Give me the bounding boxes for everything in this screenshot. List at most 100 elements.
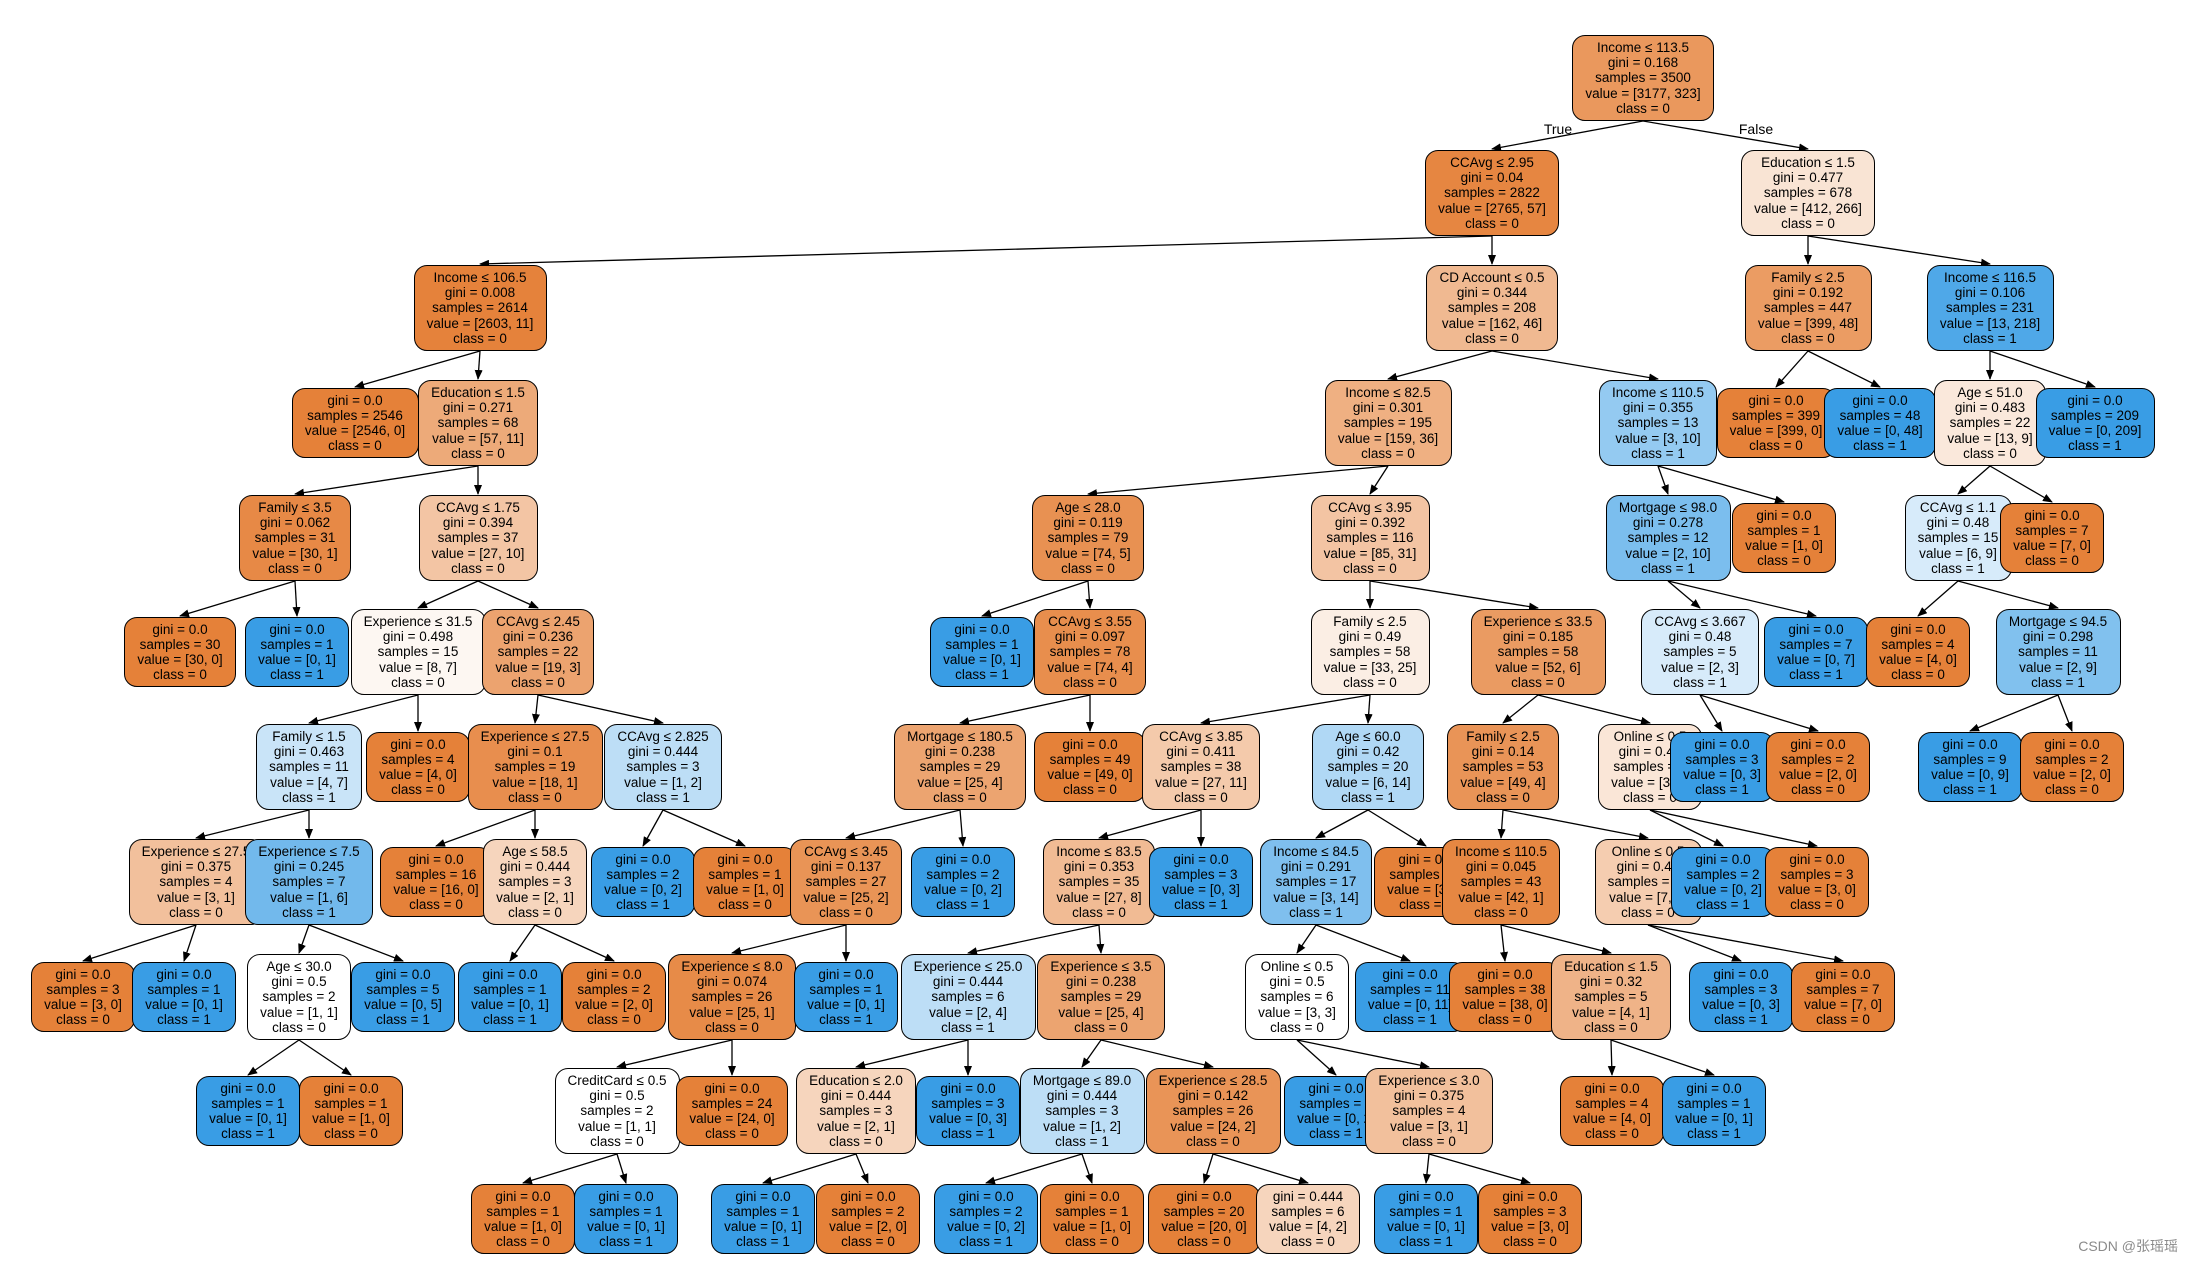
- tree-edge: [183, 924, 197, 962]
- node-label: gini = 0.0 samples = 1 value = [0, 1] cl…: [807, 966, 885, 1028]
- tree-node: Family ≤ 3.5 gini = 0.062 samples = 31 v…: [239, 495, 351, 581]
- tree-edge: [1500, 924, 1612, 955]
- tree-node: gini = 0.0 samples = 2 value = [0, 2] cl…: [1671, 847, 1775, 917]
- tree-node: gini = 0.0 samples = 1 value = [1, 0] cl…: [693, 847, 797, 917]
- tree-node: Income ≤ 82.5 gini = 0.301 samples = 195…: [1324, 380, 1452, 466]
- true-branch-label: True: [1543, 121, 1573, 137]
- node-label: gini = 0.0 samples = 24 value = [24, 0] …: [689, 1080, 775, 1142]
- tree-edge: [958, 809, 967, 847]
- node-label: gini = 0.0 samples = 2 value = [2, 0] cl…: [575, 966, 653, 1028]
- node-label: gini = 0.0 samples = 5 value = [0, 5] cl…: [364, 966, 442, 1028]
- node-label: gini = 0.0 samples = 3 value = [3, 0] cl…: [1491, 1188, 1569, 1250]
- tree-node: gini = 0.0 samples = 1 value = [0, 1] cl…: [458, 962, 562, 1032]
- tree-node: gini = 0.0 samples = 1 value = [1, 0] cl…: [471, 1184, 575, 1254]
- node-label: Income ≤ 113.5 gini = 0.168 samples = 35…: [1585, 39, 1701, 116]
- tree-node: gini = 0.0 samples = 1 value = [0, 1] cl…: [794, 962, 898, 1032]
- tree-node: Income ≤ 110.5 gini = 0.045 samples = 43…: [1442, 839, 1560, 925]
- tree-node: gini = 0.0 samples = 3 value = [3, 0] cl…: [31, 962, 135, 1032]
- tree-node: Experience ≤ 3.0 gini = 0.375 samples = …: [1365, 1068, 1493, 1154]
- node-label: Income ≤ 110.5 gini = 0.355 samples = 13…: [1612, 384, 1704, 461]
- tree-edge: [1369, 465, 1389, 495]
- tree-edge: [195, 809, 310, 840]
- tree-edge: [981, 580, 1089, 617]
- tree-edge: [855, 1039, 969, 1069]
- node-label: gini = 0.0 samples = 7 value = [0, 7] cl…: [1777, 621, 1855, 683]
- node-label: Income ≤ 84.5 gini = 0.291 samples = 17 …: [1273, 843, 1359, 920]
- tree-node: Income ≤ 116.5 gini = 0.106 samples = 23…: [1926, 265, 2054, 351]
- node-label: gini = 0.0 samples = 2 value = [0, 2] cl…: [1297, 1080, 1375, 1142]
- tree-node: gini = 0.0 samples = 38 value = [38, 0] …: [1449, 962, 1561, 1032]
- node-label: Mortgage ≤ 94.5 gini = 0.298 samples = 1…: [2008, 613, 2108, 690]
- tree-node: gini = 0.0 samples = 3 value = [0, 3] cl…: [916, 1076, 1020, 1146]
- node-label: Experience ≤ 8.0 gini = 0.074 samples = …: [681, 958, 783, 1035]
- tree-edge: [479, 235, 1493, 268]
- node-label: gini = 0.0 samples = 48 value = [0, 48] …: [1837, 392, 1923, 454]
- tree-node: Age ≤ 58.5 gini = 0.444 samples = 3 valu…: [483, 839, 587, 925]
- node-label: gini = 0.0 samples = 2 value = [0, 2] cl…: [947, 1188, 1025, 1250]
- tree-node: Experience ≤ 7.5 gini = 0.245 samples = …: [245, 839, 373, 925]
- tree-edge: [82, 924, 197, 963]
- node-label: gini = 0.0 samples = 3 value = [0, 3] cl…: [1702, 966, 1780, 1028]
- node-label: Experience ≤ 25.0 gini = 0.444 samples =…: [913, 958, 1023, 1035]
- tree-edge: [1202, 1153, 1214, 1184]
- tree-edge: [1647, 924, 1844, 964]
- node-label: Education ≤ 1.5 gini = 0.32 samples = 5 …: [1564, 958, 1658, 1035]
- node-label: Family ≤ 2.5 gini = 0.14 samples = 53 va…: [1460, 728, 1546, 805]
- node-label: gini = 0.0 samples = 209 value = [0, 209…: [2048, 392, 2142, 454]
- tree-edge: [762, 1153, 857, 1185]
- tree-node: gini = 0.0 samples = 209 value = [0, 209…: [2035, 388, 2155, 458]
- tree-node: CreditCard ≤ 0.5 gini = 0.5 samples = 2 …: [554, 1068, 680, 1154]
- node-label: CreditCard ≤ 0.5 gini = 0.5 samples = 2 …: [567, 1072, 667, 1149]
- node-label: Age ≤ 30.0 gini = 0.5 samples = 2 value …: [260, 958, 338, 1035]
- tree-node: Education ≤ 1.5 gini = 0.271 samples = 6…: [418, 380, 538, 466]
- tree-node: gini = 0.0 samples = 3 value = [0, 3] cl…: [1670, 732, 1774, 802]
- node-label: gini = 0.0 samples = 1 value = [0, 1] cl…: [587, 1188, 665, 1250]
- tree-edge: [308, 694, 419, 725]
- tree-edge: [642, 809, 664, 847]
- tree-node: Education ≤ 2.0 gini = 0.444 samples = 3…: [796, 1068, 916, 1154]
- tree-edge: [662, 809, 746, 847]
- tree-edge: [1369, 580, 1539, 611]
- tree-node: Age ≤ 60.0 gini = 0.42 samples = 20 valu…: [1312, 724, 1424, 810]
- tree-edge: [1081, 1153, 1093, 1184]
- node-label: gini = 0.0 samples = 3 value = [0, 3] cl…: [1162, 851, 1240, 913]
- tree-edge: [1667, 580, 1701, 609]
- tree-edge: [1367, 809, 1427, 847]
- tree-edge: [247, 1039, 300, 1076]
- node-label: gini = 0.0 samples = 1 value = [1, 0] cl…: [484, 1188, 562, 1250]
- tree-edge: [967, 924, 1100, 956]
- tree-edge: [1989, 350, 2096, 388]
- tree-edge: [1607, 1039, 1616, 1076]
- tree-node: gini = 0.0 samples = 3 value = [3, 0] cl…: [1765, 847, 1869, 917]
- node-label: gini = 0.0 samples = 3 value = [0, 3] cl…: [929, 1080, 1007, 1142]
- node-label: gini = 0.0 samples = 30 value = [30, 0] …: [137, 621, 223, 683]
- tree-node: CCAvg ≤ 3.55 gini = 0.097 samples = 78 v…: [1034, 609, 1146, 695]
- tree-node: gini = 0.0 samples = 1 value = [1, 0] cl…: [299, 1076, 403, 1146]
- tree-node: gini = 0.0 samples = 30 value = [30, 0] …: [124, 617, 236, 687]
- node-label: Experience ≤ 28.5 gini = 0.142 samples =…: [1158, 1072, 1268, 1149]
- tree-node: CCAvg ≤ 2.95 gini = 0.04 samples = 2822 …: [1425, 150, 1559, 236]
- tree-node: CCAvg ≤ 3.85 gini = 0.411 samples = 38 v…: [1142, 724, 1260, 810]
- tree-node: gini = 0.0 samples = 2 value = [0, 2] cl…: [591, 847, 695, 917]
- tree-node: Family ≤ 2.5 gini = 0.192 samples = 447 …: [1744, 265, 1872, 351]
- tree-node: Income ≤ 106.5 gini = 0.008 samples = 26…: [413, 265, 547, 351]
- node-label: gini = 0.0 samples = 1 value = [0, 1] cl…: [471, 966, 549, 1028]
- node-label: CCAvg ≤ 2.95 gini = 0.04 samples = 2822 …: [1438, 154, 1546, 231]
- node-label: gini = 0.0 samples = 1 value = [0, 1] cl…: [145, 966, 223, 1028]
- node-label: Experience ≤ 3.0 gini = 0.375 samples = …: [1378, 1072, 1480, 1149]
- tree-node: Age ≤ 51.0 gini = 0.483 samples = 22 val…: [1934, 380, 2046, 466]
- tree-node: Mortgage ≤ 98.0 gini = 0.278 samples = 1…: [1605, 495, 1731, 581]
- tree-edge: [298, 924, 310, 954]
- node-label: gini = 0.0 samples = 2 value = [2, 0] cl…: [829, 1188, 907, 1250]
- node-label: CCAvg ≤ 3.85 gini = 0.411 samples = 38 v…: [1155, 728, 1247, 805]
- tree-node: gini = 0.0 samples = 1 value = [0, 1] cl…: [196, 1076, 300, 1146]
- node-label: Age ≤ 28.0 gini = 0.119 samples = 79 val…: [1045, 499, 1131, 576]
- tree-node: gini = 0.0 samples = 9 value = [0, 9] cl…: [1918, 732, 2022, 802]
- tree-node: Experience ≤ 8.0 gini = 0.074 samples = …: [668, 954, 796, 1040]
- false-branch-label: False: [1738, 121, 1774, 137]
- tree-node: gini = 0.0 samples = 7 value = [0, 7] cl…: [1764, 617, 1868, 687]
- node-label: gini = 0.0 samples = 2 value = [0, 2] cl…: [924, 851, 1002, 913]
- node-label: gini = 0.0 samples = 3 value = [3, 0] cl…: [1778, 851, 1856, 913]
- node-label: gini = 0.0 samples = 2546 value = [2546,…: [304, 392, 406, 454]
- tree-node: Family ≤ 2.5 gini = 0.14 samples = 53 va…: [1447, 724, 1559, 810]
